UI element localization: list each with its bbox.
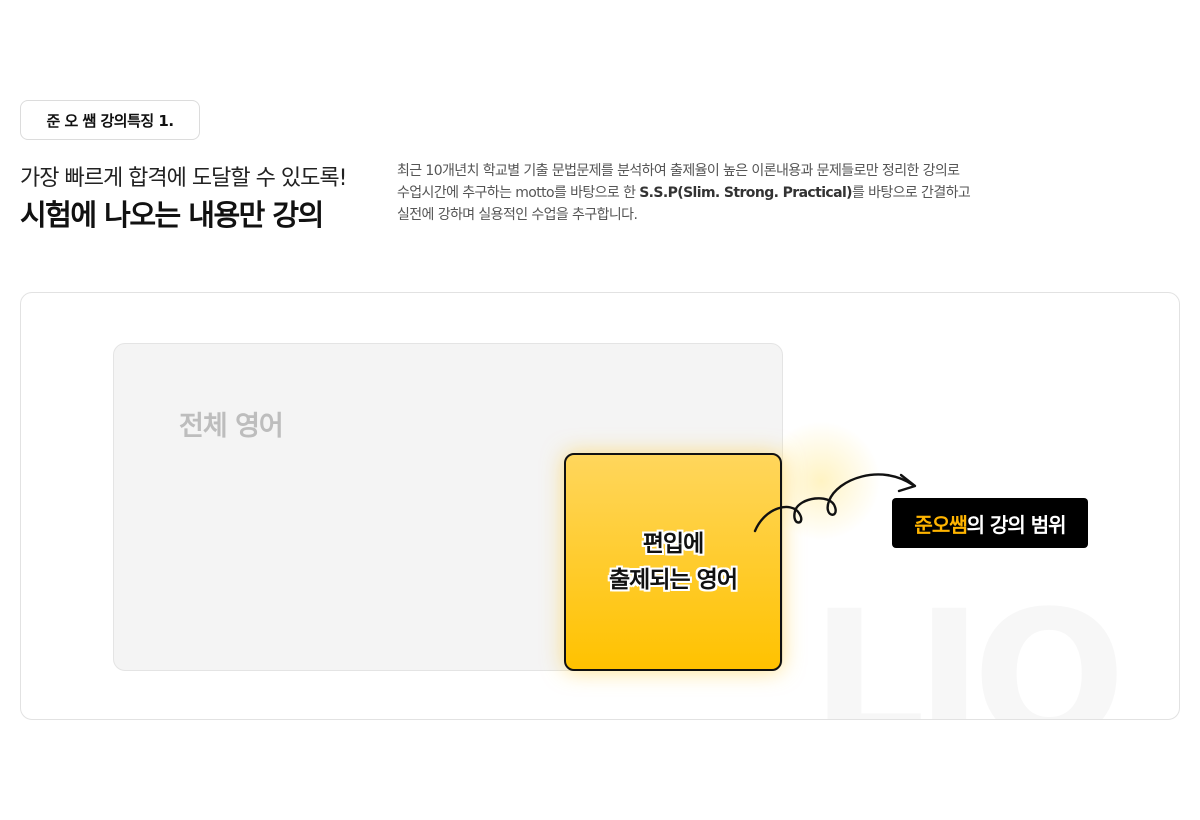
- whole-english-label: 전체 영어: [179, 411, 284, 442]
- section-subtitle: 가장 빠르게 합격에 도달할 수 있도록!: [20, 166, 347, 191]
- description-line-3: 실전에 강하며 실용적인 수업을 추구합니다.: [397, 207, 638, 223]
- description-line-2-post: 를 바탕으로 간결하고: [851, 185, 971, 201]
- description-line-2-bold: S.S.P(Slim. Strong. Practical): [639, 185, 852, 201]
- description-line-2-pre: 수업시간에 추구하는 motto를 바탕으로 한: [397, 185, 640, 201]
- description-line-2: 수업시간에 추구하는 motto를 바탕으로 한 S.S.P(Slim. Str…: [397, 182, 1017, 204]
- feature-badge: 준 오 쌤 강의특징 1.: [20, 100, 200, 140]
- exam-english-box: 편입에 출제되는 영어: [564, 453, 782, 671]
- background-logo: LJO: [811, 573, 1126, 720]
- range-highlight: 준오쌤: [914, 512, 967, 537]
- section-description: 최근 10개년치 학교별 기출 문법문제를 분석하여 출제율이 높은 이론내용과…: [397, 160, 1017, 226]
- range-rest: 의 강의 범위: [966, 512, 1067, 537]
- curly-arrow-icon: [753, 473, 917, 533]
- exam-english-line-1: 편입에: [642, 531, 704, 557]
- description-line-1: 최근 10개년치 학교별 기출 문법문제를 분석하여 출제율이 높은 이론내용과…: [397, 163, 960, 179]
- section-title: 시험에 나오는 내용만 강의: [20, 198, 324, 232]
- exam-english-line-2: 출제되는 영어: [609, 567, 738, 593]
